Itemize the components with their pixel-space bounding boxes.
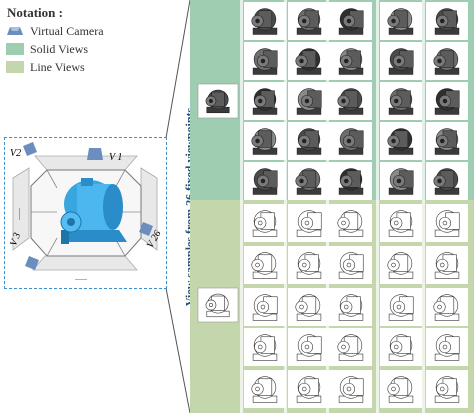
legend-item-virtual-camera: Virtual Camera [6, 24, 104, 38]
notation-title: Notation : [7, 5, 63, 20]
svg-text:......: ...... [75, 273, 87, 282]
solid-views-swatch [6, 43, 24, 55]
model-3d [60, 178, 127, 244]
camera-label-v1: V 1 [109, 152, 123, 163]
svg-text:......: ...... [17, 208, 26, 220]
camera-label-v2: V2 [10, 148, 22, 159]
view-samples-grid [190, 0, 474, 413]
legend-label-solid-views: Solid Views [30, 41, 89, 56]
legend-label-virtual-camera: Virtual Camera [30, 23, 104, 38]
camera-icon [7, 27, 23, 35]
camera-sphere-illustration: ...... ...... [12, 142, 158, 282]
legend-item-solid-views: Solid Views [6, 42, 88, 56]
legend-item-line-views: Line Views [6, 60, 85, 74]
camera-diagram: ...... ...... V2 V 1 V 26 V 3 [4, 137, 167, 289]
legend-label-line-views: Line Views [30, 59, 85, 74]
line-views-swatch [6, 61, 24, 73]
